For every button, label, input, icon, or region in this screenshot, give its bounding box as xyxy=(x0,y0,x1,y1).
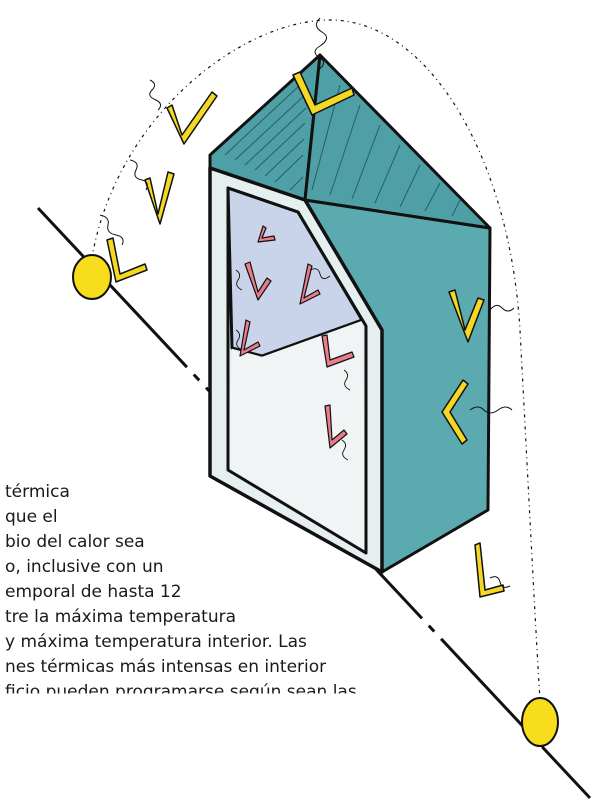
sun-west xyxy=(521,697,559,747)
interior-arrow xyxy=(239,319,261,357)
interior-arrow xyxy=(257,225,276,243)
interior-floor xyxy=(228,320,366,553)
roof-side xyxy=(303,53,492,230)
solar-arrow xyxy=(448,289,485,343)
solar-arrow xyxy=(474,542,505,598)
interior-arrow xyxy=(321,334,355,368)
solar-arrow xyxy=(144,171,175,225)
solar-arrow xyxy=(166,91,218,145)
interior-arrow xyxy=(324,404,348,449)
solar-arrow xyxy=(106,237,148,283)
interior-arrow xyxy=(244,261,272,301)
sun-east xyxy=(72,254,112,300)
solar-radiation-arrows xyxy=(106,71,505,598)
solar-arrow xyxy=(441,379,469,445)
solar-arrow xyxy=(292,71,355,116)
interior-arrow xyxy=(299,263,321,305)
sun-path-arc xyxy=(89,19,541,701)
house xyxy=(208,53,492,574)
interior-heat-arrows xyxy=(239,225,355,449)
